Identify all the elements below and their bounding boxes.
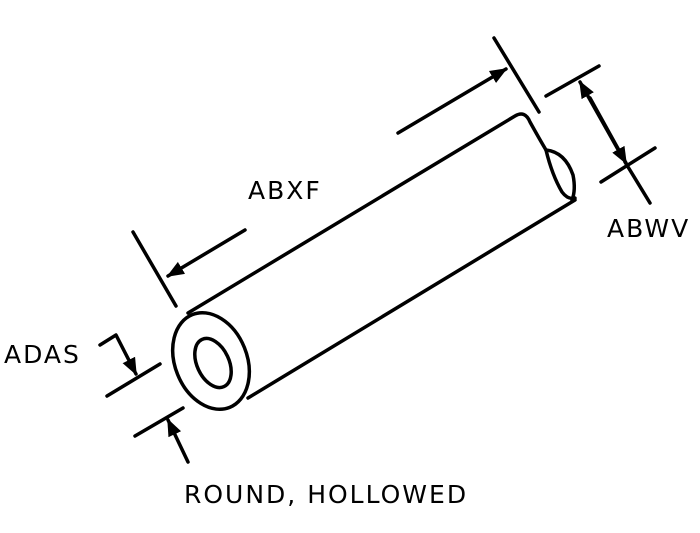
inner-diameter-dimension	[98, 333, 190, 464]
outer-end-ellipse	[170, 310, 252, 412]
length-label: ABXF	[248, 176, 322, 205]
cylinder-body	[170, 112, 577, 412]
outer-diameter-dimension	[544, 64, 657, 205]
length-dimension	[131, 36, 541, 308]
caption: ROUND, HOLLOWED	[184, 480, 469, 509]
inner-bore-ellipse	[193, 336, 233, 390]
outer-diameter-label: ABWV	[607, 214, 691, 243]
inner-diameter-label: ADAS	[4, 340, 81, 369]
